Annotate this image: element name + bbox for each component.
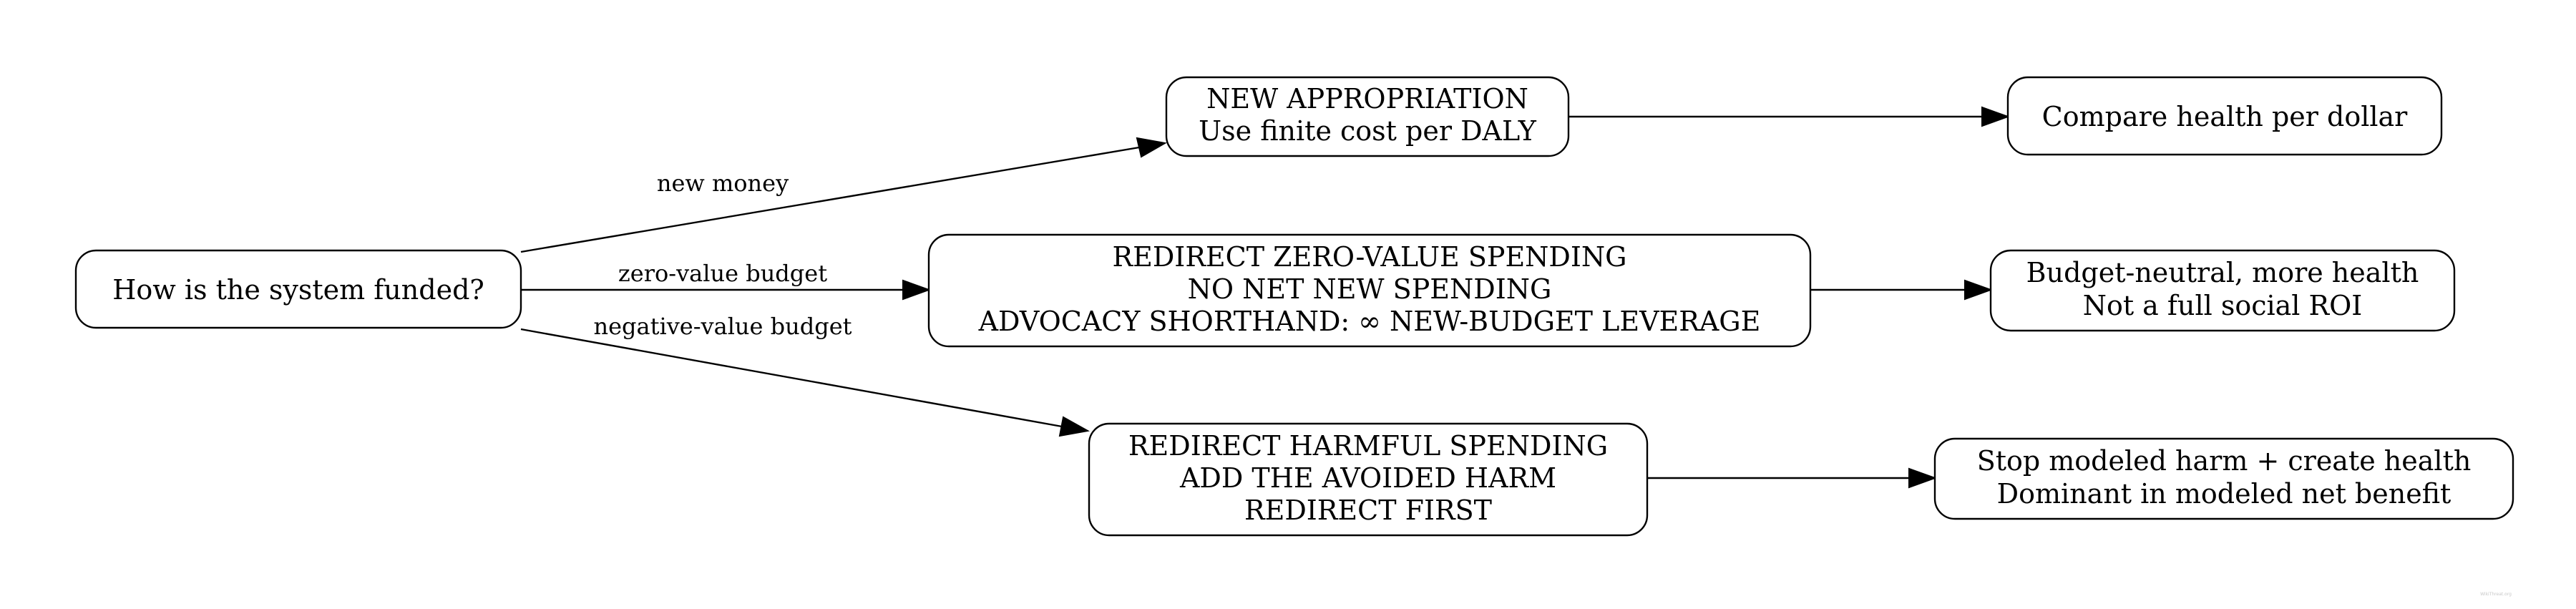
edge-new-money-arrowhead [1136,137,1167,158]
edge-negative-value [520,328,1063,428]
watermark-text: WikiThreat.org [2480,592,2512,597]
node-start-label: How is the system funded? [112,274,484,306]
node-new-appropriation: NEW APPROPRIATION Use finite cost per DA… [1165,76,1570,157]
node-budget-neutral: Budget-neutral, more health Not a full s… [1989,249,2456,332]
node-new-appropriation-line-2: Use finite cost per DALY [1199,115,1537,147]
node-redirect-harmful-line-2: ADD THE AVOIDED HARM [1179,462,1556,494]
node-compare-health: Compare health per dollar [2006,76,2443,156]
edge-redirect-harmful-to-stop-harm-arrowhead [1908,467,1937,489]
edge-new-money [520,146,1140,253]
node-redirect-harmful: REDIRECT HARMFUL SPENDING ADD THE AVOIDE… [1088,422,1649,537]
node-compare-health-label: Compare health per dollar [2042,101,2409,132]
node-stop-harm: Stop modeled harm + create health Domina… [1933,437,2514,520]
edge-negative-value-arrowhead [1058,416,1090,437]
edge-label-new-money: new money [657,170,789,197]
node-redirect-harmful-line-1: REDIRECT HARMFUL SPENDING [1128,430,1608,462]
node-redirect-zero-value: REDIRECT ZERO-VALUE SPENDING NO NET NEW … [927,233,1812,348]
node-budget-neutral-line-1: Budget-neutral, more health [2026,257,2419,288]
edge-zero-value-arrowhead [902,279,931,301]
node-redirect-zero-line-2: NO NET NEW SPENDING [1188,273,1552,305]
node-budget-neutral-line-2: Not a full social ROI [2083,290,2363,321]
edge-label-negative-value: negative-value budget [594,313,852,340]
node-redirect-zero-line-1: REDIRECT ZERO-VALUE SPENDING [1112,241,1626,273]
node-new-appropriation-line-1: NEW APPROPRIATION [1206,83,1528,115]
node-stop-harm-line-1: Stop modeled harm + create health [1977,445,2472,477]
edge-label-zero-value: zero-value budget [618,260,827,287]
edge-new-appropriation-to-compare-arrowhead [1981,106,2010,127]
edge-redirect-zero-to-budget-neutral-arrowhead [1964,279,1993,301]
node-redirect-harmful-line-3: REDIRECT FIRST [1244,494,1492,526]
node-stop-harm-line-2: Dominant in modeled net benefit [1997,478,2451,510]
node-start: How is the system funded? [74,249,522,329]
node-redirect-zero-line-3: ADVOCACY SHORTHAND: ∞ NEW-BUDGET LEVERAG… [978,306,1761,337]
